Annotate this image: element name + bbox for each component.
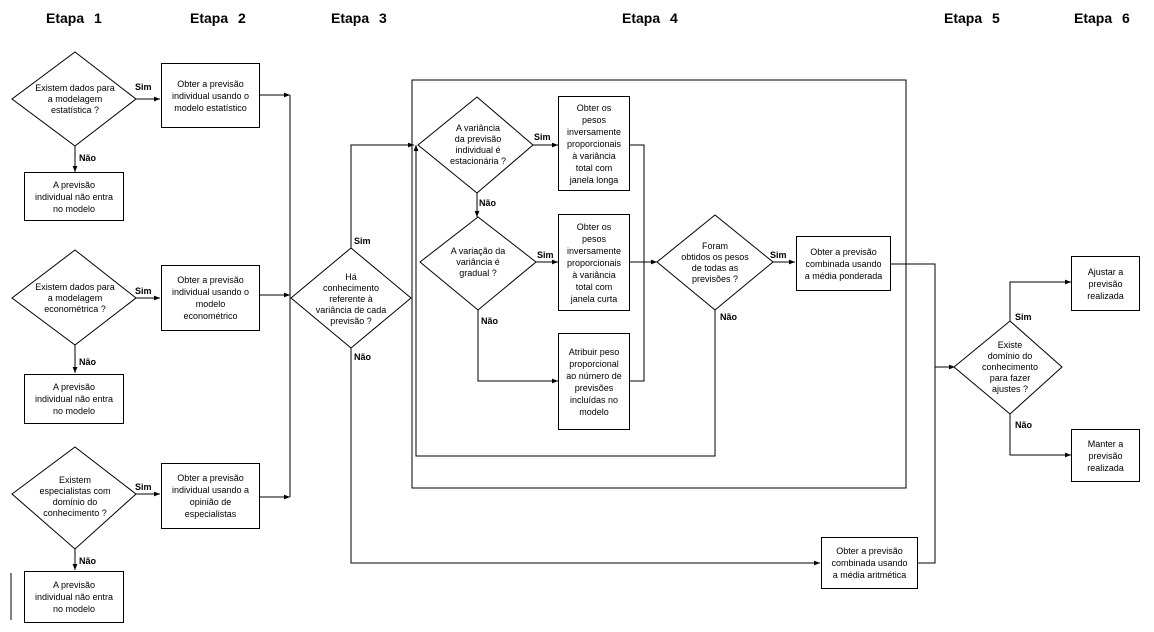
- decision-gradual: A variação da variância é gradual ?: [450, 245, 506, 278]
- excluded-forecast-box-1: A previsão individual não entra no model…: [24, 172, 124, 221]
- decision-experts: Existem especialistas com domínio do con…: [39, 475, 111, 518]
- label-yes-etapa5: Sim: [1015, 312, 1032, 322]
- forecast-statistical-box: Obter a previsão individual usando o mod…: [161, 63, 260, 128]
- decision-econometric-data: Existem dados para a modelagem econométr…: [35, 281, 115, 314]
- label-yes-3: Sim: [135, 482, 152, 492]
- label-yes-2: Sim: [135, 286, 152, 296]
- label-no-3: Não: [79, 556, 97, 566]
- label-no-2: Não: [79, 357, 97, 367]
- label-no-stationary: Não: [479, 198, 497, 208]
- label-no-all-weights: Não: [720, 312, 738, 322]
- label-yes-gradual: Sim: [537, 250, 554, 260]
- label-no-gradual: Não: [481, 316, 499, 326]
- decision-stationary: A variância da previsão individual é est…: [449, 123, 507, 166]
- stage-header-1: Etapa 1: [46, 10, 102, 26]
- adjust-forecast-box: Ajustar a previsão realizada: [1071, 256, 1140, 311]
- stage-header-3: Etapa 3: [331, 10, 387, 26]
- arithmetic-mean-box: Obter a previsão combinada usando a médi…: [821, 537, 918, 589]
- stage-header-4: Etapa 4: [622, 10, 678, 26]
- decision-statistical-data: Existem dados para a modelagem estatísti…: [35, 82, 115, 115]
- label-yes-stationary: Sim: [534, 132, 551, 142]
- decision-variance-knowledge: Há conhecimento referente à variância de…: [315, 271, 387, 326]
- excluded-forecast-box-2: A previsão individual não entra no model…: [24, 374, 124, 424]
- long-window-weights-box: Obter os pesos inversamente proporcionai…: [558, 96, 630, 191]
- label-no-etapa3: Não: [354, 352, 372, 362]
- label-no-1: Não: [79, 153, 97, 163]
- weighted-mean-box: Obter a previsão combinada usando a médi…: [796, 236, 891, 291]
- stage-header-2: Etapa 2: [190, 10, 246, 26]
- label-yes-etapa3: Sim: [354, 236, 371, 246]
- proportional-weight-box: Atribuir peso proporcional ao número de …: [558, 333, 630, 430]
- label-yes-all-weights: Sim: [770, 250, 787, 260]
- stage-header-6: Etapa 6: [1074, 10, 1130, 26]
- stage-header-5: Etapa 5: [944, 10, 1000, 26]
- keep-forecast-box: Manter a previsão realizada: [1071, 429, 1140, 482]
- label-yes-1: Sim: [135, 82, 152, 92]
- forecast-econometric-box: Obter a previsão individual usando o mod…: [161, 265, 260, 331]
- decision-all-weights: Foram obtidos os pesos de todas as previ…: [681, 241, 749, 284]
- etapa4-frame: [411, 79, 907, 489]
- forecast-experts-box: Obter a previsão individual usando a opi…: [161, 463, 260, 529]
- label-no-etapa5: Não: [1015, 420, 1033, 430]
- decision-adjustment: Existe domínio do conhecimento para faze…: [981, 339, 1039, 394]
- excluded-forecast-box-3: A previsão individual não entra no model…: [24, 571, 124, 623]
- short-window-weights-box: Obter os pesos inversamente proporcionai…: [558, 214, 630, 311]
